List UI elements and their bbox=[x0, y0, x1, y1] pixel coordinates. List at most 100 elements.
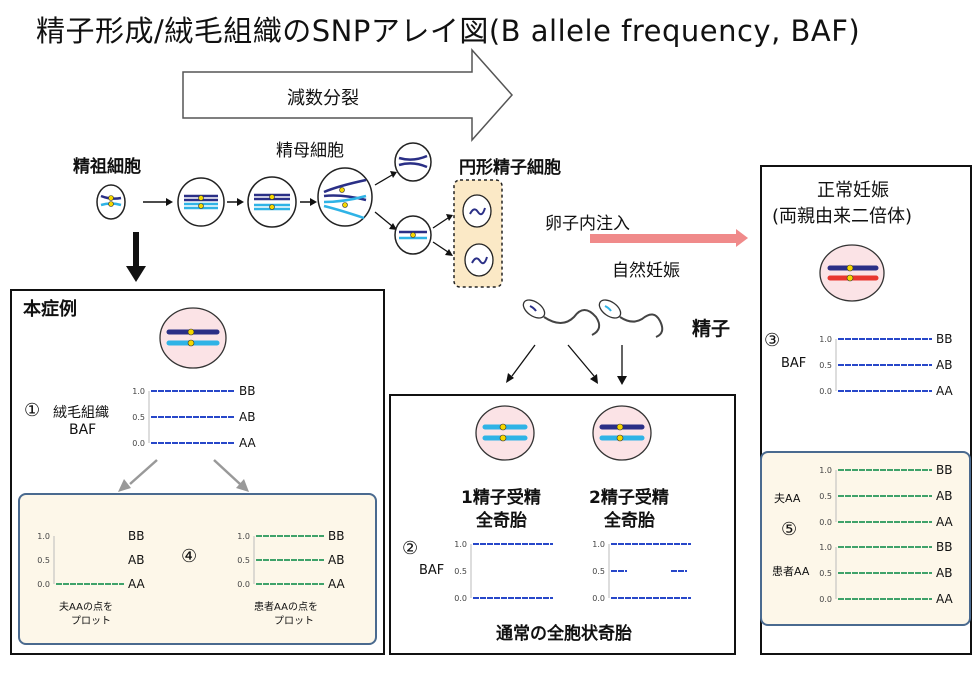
axis-tick-label: 0.0 bbox=[132, 439, 145, 448]
normal-pregnancy-subtitle: (両親由来二倍体) bbox=[772, 206, 913, 227]
band-label: AB bbox=[128, 553, 144, 567]
mole-number: ② bbox=[402, 538, 419, 559]
spermatocyte-cell-3 bbox=[317, 167, 373, 227]
patient-plot: 1.0 0.5 0.0 BB AB AA bbox=[812, 540, 962, 606]
patient-aa-plot: 1.0 0.5 0.0 BB AB AA bbox=[230, 529, 354, 591]
round-spermatid-label: 円形精子細胞 bbox=[459, 158, 561, 178]
monospermic-label-2: 全奇胎 bbox=[476, 511, 527, 531]
secondary-spermatocyte-2 bbox=[394, 215, 432, 255]
left-plot-caption-1: 夫AAの点を bbox=[59, 602, 113, 613]
spermatogonium-cell bbox=[96, 184, 126, 220]
axis-tick-label: 0.5 bbox=[237, 556, 250, 565]
parents-plot-panel bbox=[760, 451, 971, 626]
icsi-arrow bbox=[590, 234, 736, 243]
axis-tick-label: 0.5 bbox=[819, 361, 832, 370]
axis-tick-label: 1.0 bbox=[132, 387, 145, 396]
plot-comparison-panel bbox=[18, 493, 377, 645]
icsi-label: 卵子内注入 bbox=[545, 214, 630, 234]
axis-tick-label: 0.5 bbox=[819, 492, 832, 501]
monospermic-label-1: 1精子受精 bbox=[461, 488, 541, 508]
monospermic-plot: 1.0 0.5 0.0 bbox=[447, 538, 557, 604]
band-label: AA bbox=[239, 436, 257, 450]
band-label: AB bbox=[328, 553, 344, 567]
band-label: AA bbox=[936, 592, 954, 606]
sperm-label: 精子 bbox=[692, 318, 731, 340]
spermatocyte-label: 精母細胞 bbox=[276, 141, 344, 161]
this-case-plot: 1.0 0.5 0.0 BB AB AA bbox=[125, 384, 265, 450]
normal-pregnancy-cell bbox=[819, 244, 885, 302]
normal-pregnancy-plot: 1.0 0.5 0.0 BB AB AA bbox=[812, 332, 962, 398]
secondary-spermatocyte-1 bbox=[394, 142, 432, 182]
mole-footer: 通常の全胞状奇胎 bbox=[496, 624, 632, 644]
band-label: BB bbox=[239, 384, 255, 398]
axis-tick-label: 0.5 bbox=[592, 567, 605, 576]
band-label: AA bbox=[936, 384, 954, 398]
band-label: AA bbox=[328, 577, 346, 591]
dispermic-plot: 1.0 0.5 0.0 bbox=[585, 538, 695, 604]
axis-tick-label: 1.0 bbox=[592, 540, 605, 549]
comparison-number: ④ bbox=[181, 546, 198, 567]
meiosis-arrow bbox=[182, 48, 514, 142]
right-plot-caption-1: 患者AAの点を bbox=[254, 602, 318, 613]
meiosis-label: 減数分裂 bbox=[287, 88, 359, 109]
axis-tick-label: 0.0 bbox=[592, 594, 605, 603]
husband-label: 夫AA bbox=[774, 492, 801, 505]
axis-tick-label: 1.0 bbox=[819, 543, 832, 552]
axis-tick-label: 0.0 bbox=[819, 387, 832, 396]
band-label: BB bbox=[128, 529, 144, 543]
axis-tick-label: 0.0 bbox=[819, 595, 832, 604]
round-spermatid-2 bbox=[464, 243, 494, 277]
axis-tick-label: 0.0 bbox=[819, 518, 832, 527]
normal-pregnancy-title: 正常妊娠 bbox=[817, 180, 889, 201]
axis-tick-label: 0.0 bbox=[37, 580, 50, 589]
this-case-number: ① bbox=[24, 400, 41, 421]
natural-pregnancy-label: 自然妊娠 bbox=[612, 261, 680, 281]
axis-tick-label: 1.0 bbox=[819, 466, 832, 475]
husband-aa-plot: 1.0 0.5 0.0 BB AB AA bbox=[30, 529, 154, 591]
band-label: BB bbox=[328, 529, 344, 543]
parent-plots-number: ⑤ bbox=[781, 519, 798, 540]
villi-baf-label: BAF bbox=[69, 422, 97, 438]
axis-tick-label: 1.0 bbox=[819, 335, 832, 344]
band-label: AA bbox=[936, 515, 954, 529]
band-label: AB bbox=[936, 489, 952, 503]
hydatidiform-mole-box bbox=[389, 394, 736, 655]
page-title: 精子形成/絨毛組織のSNPアレイ図(B allele frequency, BA… bbox=[36, 14, 861, 48]
mole-baf-label: BAF bbox=[419, 563, 445, 578]
sperm-1 bbox=[522, 299, 601, 336]
this-case-title: 本症例 bbox=[23, 299, 77, 320]
this-case-cell bbox=[159, 307, 227, 369]
round-spermatid-1 bbox=[462, 194, 492, 228]
patient-label: 患者AA bbox=[772, 565, 810, 578]
axis-tick-label: 1.0 bbox=[37, 532, 50, 541]
left-plot-caption-2: プロット bbox=[71, 616, 111, 627]
right-plot-caption-2: プロット bbox=[274, 616, 314, 627]
axis-tick-label: 0.5 bbox=[37, 556, 50, 565]
band-label: AB bbox=[239, 410, 255, 424]
axis-tick-label: 1.0 bbox=[454, 540, 467, 549]
normal-pregnancy-baf: BAF bbox=[781, 356, 807, 371]
band-label: AB bbox=[936, 566, 952, 580]
band-label: BB bbox=[936, 463, 952, 477]
band-label: BB bbox=[936, 540, 952, 554]
band-label: AA bbox=[128, 577, 146, 591]
axis-tick-label: 0.0 bbox=[454, 594, 467, 603]
spermatogonia-label: 精祖細胞 bbox=[73, 157, 141, 177]
husband-plot: 1.0 0.5 0.0 BB AB AA bbox=[812, 463, 962, 529]
spermatocyte-cell-2 bbox=[247, 176, 297, 228]
axis-tick-label: 0.5 bbox=[454, 567, 467, 576]
monospermic-mole-cell bbox=[475, 405, 535, 461]
axis-tick-label: 0.5 bbox=[132, 413, 145, 422]
spermatocyte-cell-1 bbox=[177, 177, 225, 227]
sperm-2 bbox=[598, 299, 664, 338]
axis-tick-label: 0.5 bbox=[819, 569, 832, 578]
band-label: BB bbox=[936, 332, 952, 346]
villi-label: 絨毛組織 bbox=[53, 405, 109, 421]
dispermic-mole-cell bbox=[592, 405, 652, 461]
band-label: AB bbox=[936, 358, 952, 372]
axis-tick-label: 0.0 bbox=[237, 580, 250, 589]
axis-tick-label: 1.0 bbox=[237, 532, 250, 541]
dispermic-label-2: 全奇胎 bbox=[604, 511, 655, 531]
